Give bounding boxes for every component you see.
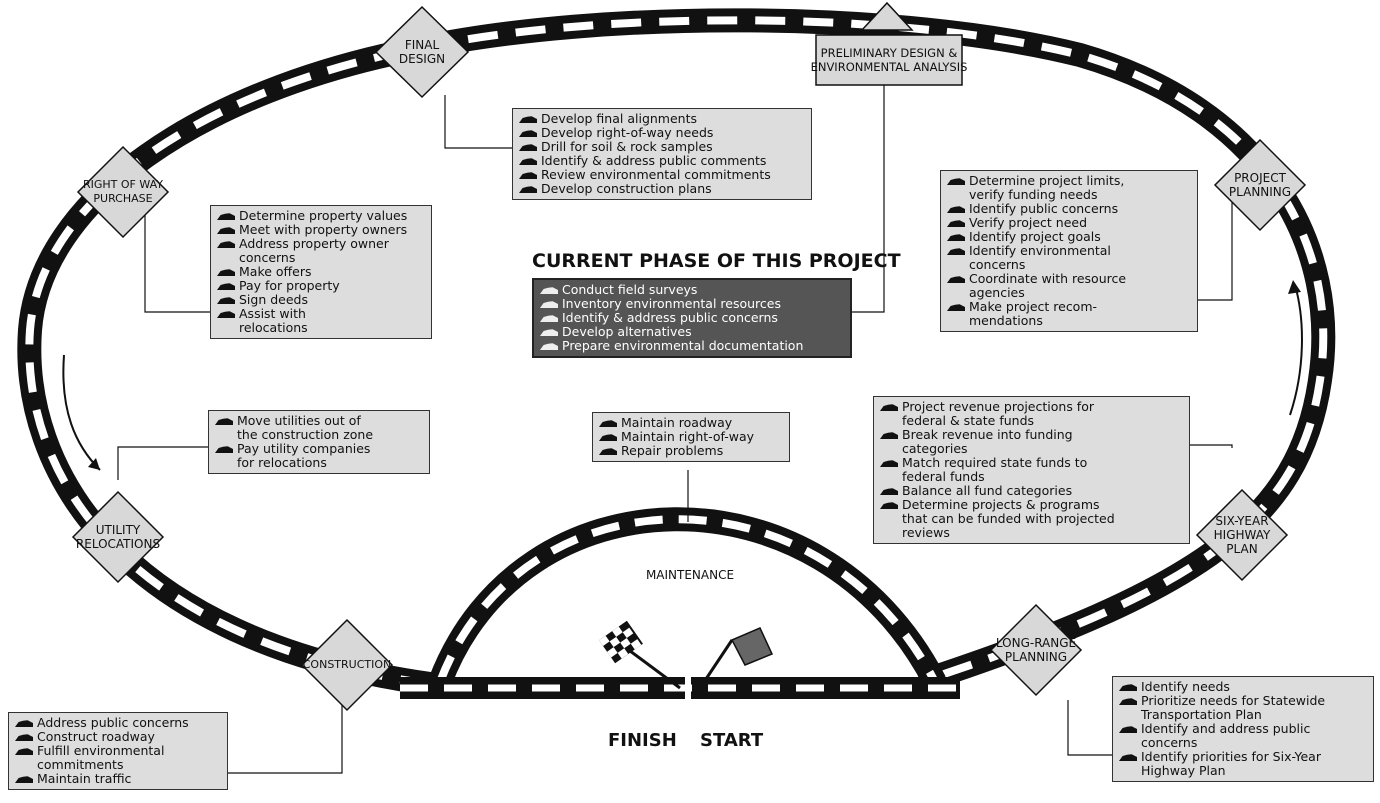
finish-flag-icon: [599, 620, 681, 690]
activity-item: Drill for soil & rock samples: [519, 140, 805, 154]
activity-item: Make offers: [217, 265, 425, 279]
activity-item: Balance all fund categories: [880, 484, 1183, 498]
activity-item: Prioritize needs for Statewide Transport…: [1119, 694, 1367, 722]
left-arrow: [62, 354, 101, 471]
activity-item: Pay utility companies for relocations: [215, 442, 423, 470]
activity-item: Develop right-of-way needs: [519, 126, 805, 140]
maintenance-road: [428, 507, 946, 688]
phase-construction: CONSTRUCTION: [302, 658, 392, 671]
activity-item: Pay for property: [217, 279, 425, 293]
project-planning-activities: Determine project limits, verify funding…: [940, 170, 1198, 332]
phase-six-year-plan: SIX-YEAR HIGHWAY PLAN: [1213, 514, 1271, 556]
activity-item: Sign deeds: [217, 293, 425, 307]
activity-item: Assist with relocations: [217, 307, 425, 335]
activity-item: Match required state funds to federal fu…: [880, 456, 1183, 484]
phase-right-of-way: RIGHT OF WAY PURCHASE: [82, 178, 164, 205]
six-year-activities: Project revenue projections for federal …: [873, 396, 1190, 544]
activity-item: Develop construction plans: [519, 182, 805, 196]
activity-item: Determine property values: [217, 209, 425, 223]
activity-item: Maintain roadway: [599, 416, 783, 430]
activity-item: Develop alternatives: [540, 325, 844, 339]
activity-item: Determine project limits, verify funding…: [947, 174, 1191, 202]
activity-item: Address public concerns: [15, 716, 221, 730]
main-road-stripes: [25, 16, 1328, 688]
current-phase-title: CURRENT PHASE OF THIS PROJECT: [532, 250, 901, 272]
right-arrow-head: [1288, 280, 1301, 294]
activity-item: Identify project goals: [947, 230, 1191, 244]
phase-preliminary-design: PRELIMINARY DESIGN & ENVIRONMENTAL ANALY…: [810, 46, 968, 74]
activity-item: Identify & address public comments: [519, 154, 805, 168]
phase-diamonds: [71, 1, 1307, 712]
activity-item: Identify public concerns: [947, 202, 1191, 216]
phase-long-range: LONG-RANGE PLANNING: [995, 636, 1077, 664]
activity-item: Inventory environmental resources: [540, 297, 844, 311]
right-arrow: [1289, 284, 1303, 416]
activity-item: Conduct field surveys: [540, 283, 844, 297]
activity-item: Identify priorities for Six-Year Highway…: [1119, 750, 1367, 778]
activity-item: Identify needs: [1119, 680, 1367, 694]
start-flag-icon: [698, 627, 774, 689]
activity-item: Maintain right-of-way: [599, 430, 783, 444]
activity-item: Verify project need: [947, 216, 1191, 230]
activity-item: Review environmental commitments: [519, 168, 805, 182]
activity-item: Break revenue into funding categories: [880, 428, 1183, 456]
phase-final-design: FINAL DESIGN: [398, 38, 446, 66]
activity-item: Meet with property owners: [217, 223, 425, 237]
phase-project-planning: PROJECT PLANNING: [1228, 171, 1292, 199]
activity-item: Project revenue projections for federal …: [880, 400, 1183, 428]
activity-item: Fulfill environmental commitments: [15, 744, 221, 772]
maintenance-road-stripes: [436, 515, 939, 684]
activity-item: Maintain traffic: [15, 772, 221, 786]
activity-item: Coordinate with resource agencies: [947, 272, 1191, 300]
activity-item: Prepare environmental documentation: [540, 339, 844, 353]
activity-item: Construct roadway: [15, 730, 221, 744]
utility-activities: Move utilities out of the construction z…: [208, 410, 430, 474]
finish-label: FINISH: [608, 730, 677, 751]
activity-item: Identify & address public concerns: [540, 311, 844, 325]
activity-item: Determine projects & programs that can b…: [880, 498, 1183, 540]
left-arrow-head: [88, 458, 100, 470]
start-label: START: [700, 730, 764, 751]
phase-utility: UTILITY RELOCATIONS: [75, 523, 161, 551]
activity-item: Address property owner concerns: [217, 237, 425, 265]
activity-item: Identify and address public concerns: [1119, 722, 1367, 750]
activity-item: Move utilities out of the construction z…: [215, 414, 423, 442]
activity-item: Repair problems: [599, 444, 783, 458]
activity-item: Develop final alignments: [519, 112, 805, 126]
activity-item: Identify environmental concerns: [947, 244, 1191, 272]
activity-item: Make project recom- mendations: [947, 300, 1191, 328]
maintenance-label: MAINTENANCE: [645, 568, 735, 582]
